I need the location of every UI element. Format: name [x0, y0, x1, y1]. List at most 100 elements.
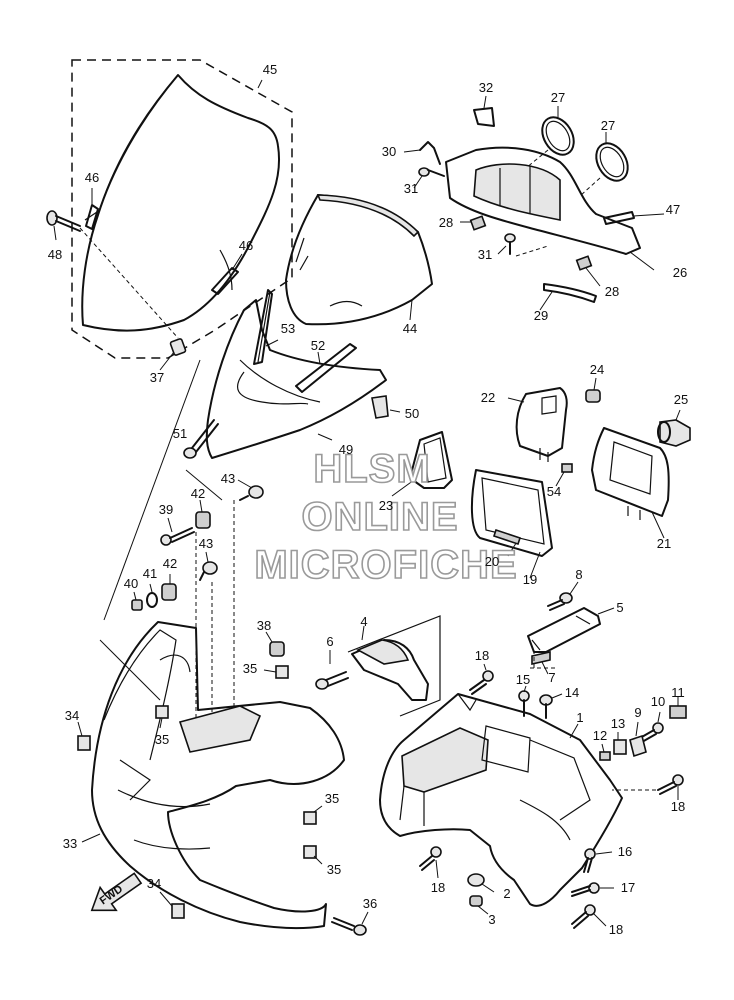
- callout-33: 33: [63, 836, 77, 851]
- callout-12: 12: [593, 728, 607, 743]
- watermark-line-3: MICROFICHE: [254, 543, 517, 587]
- callout-49: 49: [339, 442, 353, 457]
- visor-part-44: [285, 194, 433, 326]
- ring-part-27-right: [595, 142, 629, 182]
- screw-part-36: [331, 917, 367, 936]
- inner-cover-group: [379, 663, 623, 929]
- callout-27-right: 27: [601, 118, 615, 133]
- panel-5-group: [527, 581, 615, 675]
- duct-part-4: [351, 639, 429, 701]
- callout-45: 45: [263, 62, 277, 77]
- callout-11: 11: [671, 685, 685, 700]
- watermark-line-2: ONLINE: [301, 495, 458, 539]
- callout-27-left: 27: [551, 90, 565, 105]
- callout-38: 38: [257, 618, 271, 633]
- front-cowl-group: [77, 359, 369, 936]
- callout-21: 21: [657, 536, 671, 551]
- watermark: HLSM ONLINE MICROFICHE: [254, 446, 518, 588]
- plate-part-32: [473, 107, 495, 127]
- callout-54: 54: [547, 484, 561, 499]
- nut-part-35-b: [155, 705, 169, 719]
- fwd-arrow-icon: [90, 872, 143, 912]
- nut-part-40: [131, 599, 143, 611]
- lid-group: [507, 377, 691, 539]
- callout-30: 30: [382, 144, 396, 159]
- meter-assembly-group: [403, 95, 665, 311]
- callout-51: 51: [173, 426, 187, 441]
- grommet-part-42-upper: [195, 511, 211, 529]
- nut-part-37: [169, 338, 187, 356]
- inner-cover-part-1: [379, 693, 623, 907]
- callout-20: 20: [485, 554, 499, 569]
- nut-part-35-c: [303, 811, 317, 825]
- knob-part-24: [585, 389, 601, 403]
- nut-part-3: [469, 895, 483, 907]
- bolt-part-51: [183, 419, 219, 459]
- screw-part-16: [583, 848, 596, 873]
- clip-part-50: [371, 395, 389, 419]
- screw-part-18-c: [419, 846, 442, 871]
- callout-3: 3: [488, 912, 495, 927]
- screw-part-17: [571, 882, 600, 897]
- front-cowl-part-33: [91, 621, 345, 930]
- callout-50: 50: [405, 406, 419, 421]
- callout-7: 7: [548, 670, 555, 685]
- screw-part-31-upper: [418, 167, 445, 177]
- strip-part-52: [295, 343, 357, 393]
- callout-35-a: 35: [243, 661, 257, 676]
- bracket-part-34-lower: [171, 903, 185, 919]
- bracket-part-9: [629, 734, 647, 758]
- callout-19: 19: [523, 572, 537, 587]
- callout-22: 22: [481, 390, 495, 405]
- screw-part-15: [518, 690, 530, 717]
- callout-18-c: 18: [431, 880, 445, 895]
- grommet-part-2: [467, 873, 485, 887]
- callout-5: 5: [616, 600, 623, 615]
- callout-6: 6: [326, 634, 333, 649]
- callout-32: 32: [479, 80, 493, 95]
- damper-part-28-upper: [469, 215, 487, 231]
- screw-part-18-b: [657, 774, 684, 795]
- meter-cover-part-26: [445, 146, 641, 255]
- callout-31-upper: 31: [404, 181, 418, 196]
- callout-10: 10: [651, 694, 665, 709]
- bracket-part-46-right: [211, 267, 239, 295]
- callout-42-upper: 42: [191, 486, 205, 501]
- screw-part-43-upper: [239, 485, 264, 501]
- callout-35-b: 35: [155, 732, 169, 747]
- callout-18-a: 18: [475, 648, 489, 663]
- left-fasteners-group: [131, 479, 264, 720]
- callout-43-lower: 43: [199, 536, 213, 551]
- panel-part-5: [527, 607, 601, 653]
- screw-part-6: [315, 671, 349, 690]
- callout-1: 1: [576, 710, 583, 725]
- trim-part-29: [543, 283, 597, 303]
- bracket-part-46-left: [85, 204, 99, 230]
- callout-15: 15: [516, 672, 530, 687]
- nut-part-35-a: [275, 665, 289, 679]
- ring-part-27-left: [541, 116, 575, 156]
- callout-48: 48: [48, 247, 62, 262]
- callout-17: 17: [621, 880, 635, 895]
- gasket-part-20: [470, 469, 553, 557]
- callout-46-right: 46: [239, 238, 253, 253]
- callout-39: 39: [159, 502, 173, 517]
- lock-part-25: [657, 419, 691, 447]
- windshield-part-45: [81, 74, 281, 332]
- washer-part-41: [146, 592, 158, 608]
- cover-part-22: [515, 387, 568, 457]
- pad-part-54: [561, 463, 573, 473]
- grommet-part-42-lower: [161, 583, 177, 601]
- lid-part-21: [591, 427, 670, 517]
- gasket-group: [391, 431, 553, 579]
- strip-part-53: [253, 289, 273, 365]
- callout-14: 14: [565, 685, 579, 700]
- callout-labels: 45 46 46 48 37 44 53 52 51 50 49 32 27 2…: [48, 62, 688, 937]
- screw-part-8: [547, 592, 573, 611]
- callout-26: 26: [673, 265, 687, 280]
- callout-9: 9: [634, 705, 641, 720]
- callout-35-d: 35: [327, 862, 341, 877]
- callout-18-b: 18: [671, 799, 685, 814]
- panel-49-group: [183, 289, 401, 459]
